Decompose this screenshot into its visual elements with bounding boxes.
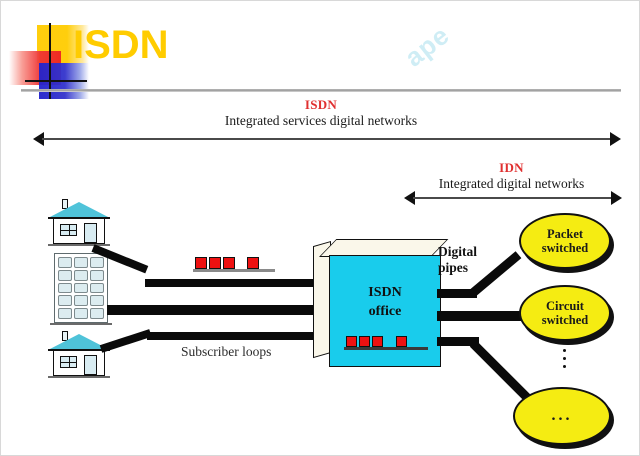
subscriber-loop-bottom-horizontal xyxy=(147,332,321,340)
building-window xyxy=(90,257,104,268)
page-title: ISDN xyxy=(73,23,169,67)
building-window xyxy=(58,295,72,307)
isdn-office-label: ISDN office xyxy=(330,284,440,322)
subscriber-house-top xyxy=(48,199,110,247)
packet-block xyxy=(223,257,235,269)
building-window xyxy=(90,295,104,307)
packet-block xyxy=(359,336,370,347)
network-more-label: ... xyxy=(551,406,573,424)
house-window-icon xyxy=(60,224,77,236)
house-roof-edge xyxy=(48,349,110,351)
isdn-span-abbr: ISDN xyxy=(304,97,338,112)
network-packet-switched: Packet switched xyxy=(519,213,611,269)
house-door-icon xyxy=(84,223,97,243)
subscriber-packet-group xyxy=(193,254,275,272)
packet-rail xyxy=(344,347,428,350)
house-roof-edge xyxy=(48,217,110,219)
network-more: ... xyxy=(513,387,611,445)
vertical-ellipsis-dots xyxy=(563,349,566,368)
building-window xyxy=(90,269,104,281)
building-window xyxy=(74,282,88,294)
isdn-span-full: Integrated services digital networks xyxy=(224,112,418,128)
isdn-office-name-line2: office xyxy=(368,303,402,319)
ellipsis-dot xyxy=(563,349,566,352)
packet-block xyxy=(209,257,221,269)
ellipsis-dot xyxy=(563,365,566,368)
subscriber-loop-middle xyxy=(107,305,321,315)
digital-pipe-middle xyxy=(437,311,525,321)
office-building-ground-line xyxy=(50,323,112,325)
digital-pipes-line2: pipes xyxy=(438,259,469,275)
packet-block xyxy=(247,257,259,269)
building-window xyxy=(58,282,72,294)
isdn-span-arrow xyxy=(33,132,621,146)
digital-pipes-line1: Digital xyxy=(438,244,477,259)
isdn-office-name-line1: ISDN xyxy=(368,285,402,300)
logo-vertical-line xyxy=(49,23,51,99)
ellipsis-dot xyxy=(563,357,566,360)
house-ground-line xyxy=(48,244,110,246)
building-window xyxy=(74,295,88,307)
house-ground-line xyxy=(48,376,110,378)
packet-block xyxy=(346,336,357,347)
isdn-office-front-face: ISDN office xyxy=(329,255,441,367)
building-window xyxy=(74,308,88,319)
subscriber-house-bottom xyxy=(48,331,110,379)
subscriber-loops-label: Subscriber loops xyxy=(181,344,272,359)
network-label-line2: switched xyxy=(541,241,589,255)
building-window xyxy=(58,269,72,281)
title-divider xyxy=(21,89,621,92)
logo-horizontal-line xyxy=(25,80,87,82)
subscriber-loop-top-horizontal xyxy=(145,279,321,287)
digital-pipe-bottom-horizontal xyxy=(437,337,479,346)
building-window xyxy=(58,257,72,268)
isdn-office-packet-group xyxy=(344,332,428,350)
idn-arrow-shaft xyxy=(413,197,613,199)
idn-span-abbr: IDN xyxy=(499,160,524,175)
packet-rail xyxy=(193,269,275,272)
network-packet-switched-label: Packet switched xyxy=(542,227,589,256)
building-window xyxy=(74,257,88,268)
isdn-arrow-left-head xyxy=(33,132,44,146)
packet-block xyxy=(195,257,207,269)
digital-pipes-label: Digital pipes xyxy=(438,244,477,275)
idn-arrow-left-head xyxy=(404,191,415,205)
network-label-line1: Circuit xyxy=(546,298,584,313)
house-window-icon xyxy=(60,356,77,368)
house-door-icon xyxy=(84,355,97,375)
network-circuit-switched-label: Circuit switched xyxy=(542,299,589,328)
idn-arrow-right-head xyxy=(611,191,622,205)
isdn-span-caption: ISDN Integrated services digital network… xyxy=(166,97,476,128)
subscriber-office-building xyxy=(50,253,112,327)
building-window xyxy=(90,308,104,319)
building-window xyxy=(90,282,104,294)
idn-span-caption: IDN Integrated digital networks xyxy=(399,160,624,191)
network-circuit-switched: Circuit switched xyxy=(519,285,611,341)
isdn-office-box: ISDN office xyxy=(313,239,449,371)
house-roof-icon xyxy=(48,334,110,350)
network-label-line2: switched xyxy=(541,313,589,327)
office-building-windows xyxy=(58,257,104,319)
building-window xyxy=(74,269,88,281)
idn-span-full: Integrated digital networks xyxy=(438,175,585,191)
watermark-text: ape xyxy=(399,19,456,73)
building-window xyxy=(58,308,72,319)
house-roof-icon xyxy=(48,202,110,218)
packet-block xyxy=(396,336,407,347)
idn-span-arrow xyxy=(404,191,622,205)
isdn-arrow-shaft xyxy=(42,138,612,140)
network-label-line1: Packet xyxy=(546,226,584,241)
isdn-arrow-right-head xyxy=(610,132,621,146)
packet-block xyxy=(372,336,383,347)
isdn-logo-mark xyxy=(9,23,93,99)
digital-pipe-top-horizontal xyxy=(437,289,477,298)
